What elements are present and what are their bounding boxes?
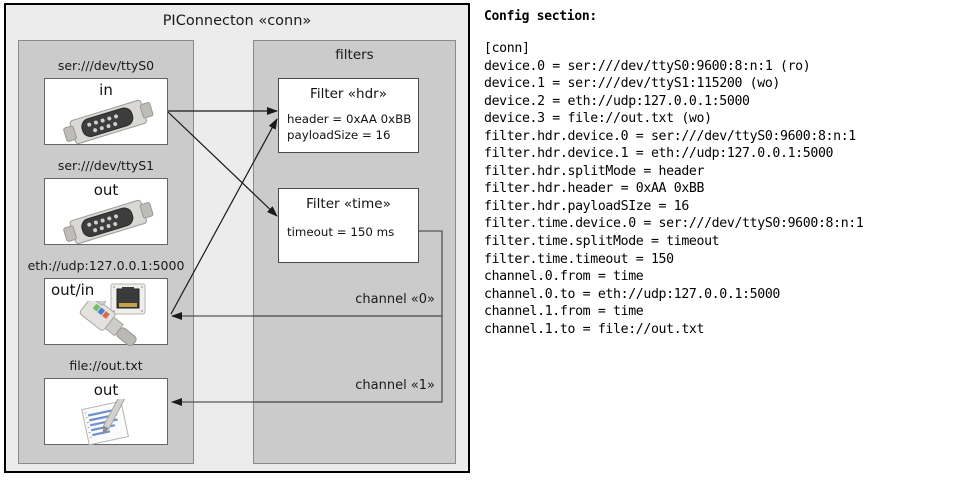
config-heading: Config section: <box>484 9 597 24</box>
filters-panel-title: filters <box>335 47 374 63</box>
device-box-file[interactable]: out <box>44 378 168 445</box>
device-label-ttyS1: ser:///dev/ttyS1 <box>57 158 155 173</box>
config-line: [conn] <box>484 41 530 56</box>
config-line: device.0 = ser:///dev/ttyS0:9600:8:n:1 (… <box>484 58 811 74</box>
filter-box-hdr[interactable]: Filter «hdr» header = 0xAA 0xBB payloadS… <box>278 78 419 153</box>
text-file-icon <box>81 399 130 445</box>
config-line: channel.1.to = file://out.txt <box>484 321 705 337</box>
filter-attr-timeout: timeout = 150 ms <box>287 225 395 239</box>
channel-label-1: channel «1» <box>355 378 435 393</box>
device-io-ttyS1: out <box>93 181 119 199</box>
filter-title-time: Filter «time» <box>306 196 391 212</box>
ethernet-plug-icon <box>79 301 137 347</box>
ethernet-jack-icon <box>110 283 146 315</box>
config-lines: [conn] device.0 = ser:///dev/ttyS0:9600:8… <box>484 40 864 338</box>
config-line: channel.0.from = time <box>484 269 644 285</box>
config-line: device.2 = eth://udp:127.0.0.1:5000 <box>484 93 750 109</box>
device-box-ttyS1[interactable]: out <box>44 178 168 245</box>
device-io-eth: out/in <box>51 281 95 299</box>
device-box-eth[interactable]: out/in <box>44 278 168 347</box>
config-line: filter.hdr.header = 0xAA 0xBB <box>484 181 705 197</box>
config-line: channel.0.to = eth://udp:127.0.0.1:5000 <box>484 286 780 302</box>
config-section: Config section: [conn] device.0 = ser:///… <box>484 0 960 484</box>
config-line: filter.time.splitMode = timeout <box>484 234 720 250</box>
filter-attr-payloadsize: payloadSize = 16 <box>287 128 391 142</box>
filter-attr-header: header = 0xAA 0xBB <box>287 112 412 126</box>
device-label-file: file://out.txt <box>69 358 143 373</box>
serial-port-icon <box>63 99 154 144</box>
component-title: PIConnecton «conn» <box>162 13 312 29</box>
config-line: filter.hdr.device.0 = ser:///dev/ttyS0:9… <box>484 128 856 144</box>
filter-box-time[interactable]: Filter «time» timeout = 150 ms <box>278 188 419 263</box>
device-label-ttyS0: ser:///dev/ttyS0 <box>57 58 155 73</box>
config-line: channel.1.from = time <box>484 304 644 320</box>
device-io-file: out <box>93 381 119 399</box>
config-line: filter.time.device.0 = ser:///dev/ttyS0:… <box>484 216 864 232</box>
config-line: filter.hdr.splitMode = header <box>484 163 705 179</box>
filter-title-hdr: Filter «hdr» <box>310 86 387 102</box>
config-line: filter.hdr.device.1 = eth://udp:127.0.0.… <box>484 146 834 162</box>
config-line: filter.hdr.payloadSIze = 16 <box>484 198 689 214</box>
config-line: filter.time.timeout = 150 <box>484 251 674 267</box>
channel-label-0: channel «0» <box>355 292 435 307</box>
serial-port-icon <box>63 199 154 244</box>
device-label-eth: eth://udp:127.0.0.1:5000 <box>27 258 185 273</box>
device-box-ttyS0[interactable]: in <box>44 78 168 145</box>
config-line: device.1 = ser:///dev/ttyS1:115200 (wo) <box>484 76 780 92</box>
config-line: device.3 = file://out.txt (wo) <box>484 111 712 127</box>
device-io-ttyS0: in <box>99 81 113 99</box>
